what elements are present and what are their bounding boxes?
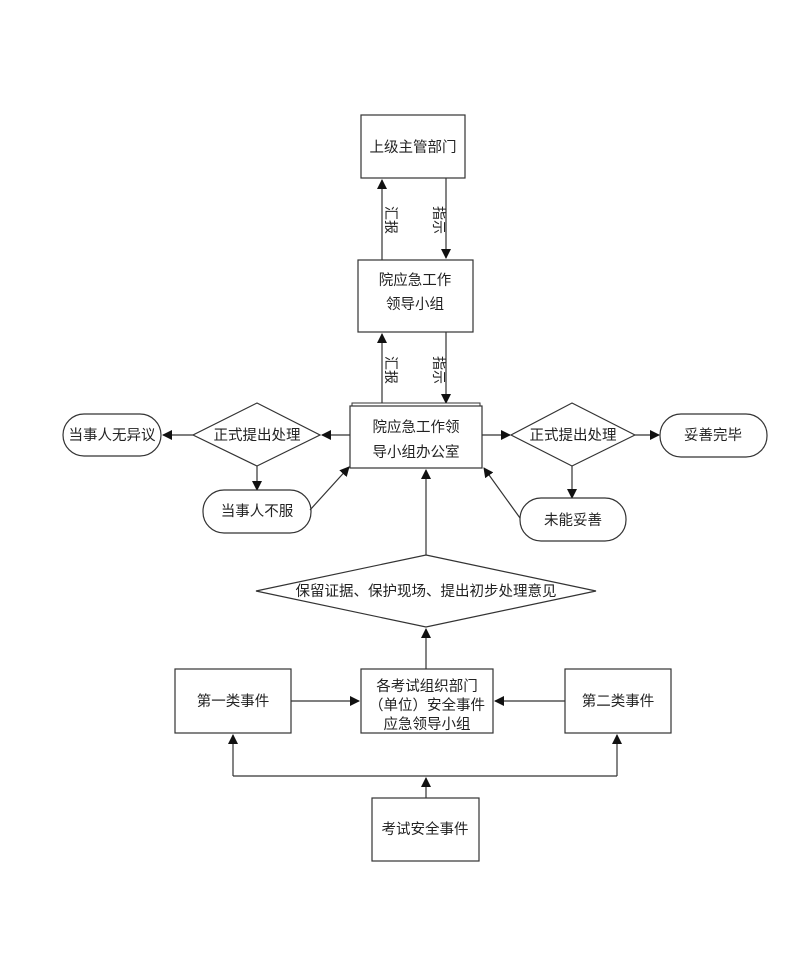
dept-group-line-1: 各考试组织部门 xyxy=(376,678,478,695)
node-exam-incident: 考试安全事件 xyxy=(371,797,480,862)
edge-disagree-to-office xyxy=(309,466,350,511)
edge-unresolved-to-office xyxy=(483,467,521,519)
node-superior-dept: 上级主管部门 xyxy=(360,114,466,179)
superior-dept-label: 上级主管部门 xyxy=(370,139,457,156)
node-no-objection: 当事人无异议 xyxy=(62,413,162,457)
preserve-evidence-label: 保留证据、保护现场、提出初步处理意见 xyxy=(296,582,557,600)
office-line-2: 导小组办公室 xyxy=(373,444,460,461)
leadership-group-line-1: 院应急工作 xyxy=(379,271,452,289)
edge-label-report-2: 汇报 xyxy=(382,356,398,384)
left-decision-label: 正式提出处理 xyxy=(214,427,301,444)
edge-label-instruct-2: 指示 xyxy=(430,356,446,384)
exam-incident-label: 考试安全事件 xyxy=(382,820,469,838)
node-type-two: 第二类事件 xyxy=(564,668,672,734)
node-type-one: 第一类事件 xyxy=(174,668,292,734)
node-preserve-evidence: 保留证据、保护现场、提出初步处理意见 xyxy=(255,554,597,628)
node-dept-group: 各考试组织部门 （单位）安全事件 应急领导小组 xyxy=(360,668,494,734)
leadership-group-line-2: 领导小组 xyxy=(386,296,444,313)
node-unresolved: 未能妥善 xyxy=(519,497,627,542)
no-objection-label: 当事人无异议 xyxy=(69,427,156,444)
node-office: 院应急工作领 导小组办公室 xyxy=(349,402,483,469)
unresolved-label: 未能妥善 xyxy=(544,512,602,529)
right-decision-label: 正式提出处理 xyxy=(530,427,617,444)
dept-group-line-2: （单位）安全事件 xyxy=(369,696,485,714)
type-one-label: 第一类事件 xyxy=(197,692,270,710)
node-left-decision: 正式提出处理 xyxy=(191,402,322,467)
edge-label-instruct-1: 指示 xyxy=(430,206,446,234)
disagree-label: 当事人不服 xyxy=(221,503,294,520)
office-line-1: 院应急工作领 xyxy=(373,418,460,436)
edge-label-report-1: 汇报 xyxy=(382,206,398,234)
resolved-label: 妥善完毕 xyxy=(684,427,742,444)
node-resolved: 妥善完毕 xyxy=(659,413,768,458)
type-two-label: 第二类事件 xyxy=(582,692,655,710)
node-leadership-group: 院应急工作 领导小组 xyxy=(357,259,474,333)
dept-group-line-3: 应急领导小组 xyxy=(384,715,471,733)
node-right-decision: 正式提出处理 xyxy=(509,402,637,467)
node-disagree: 当事人不服 xyxy=(202,489,312,534)
